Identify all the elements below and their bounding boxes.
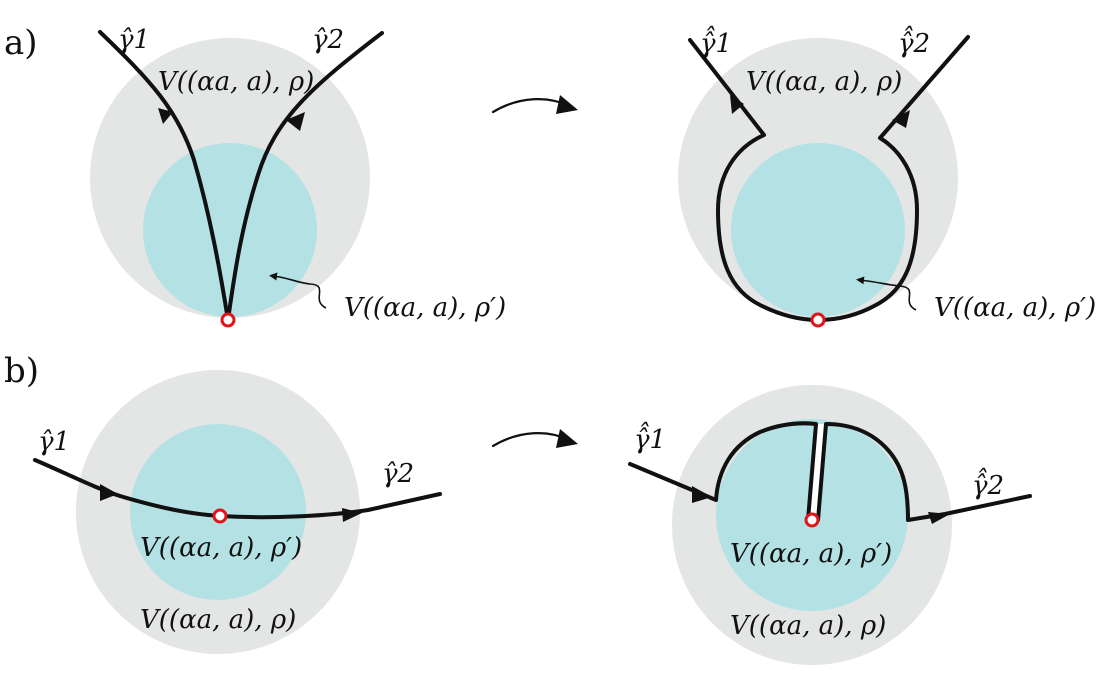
inner-disk: [143, 143, 317, 317]
singular-point: [804, 512, 820, 528]
path-gamma: [33, 458, 442, 520]
gamma1-hat-label: γ̂̂1: [634, 421, 666, 455]
arrow-out: [928, 512, 950, 524]
singular-point: [810, 312, 826, 328]
transition-arrowhead-a: [556, 95, 578, 114]
panel-b-left: b) γ̂1 γ̂2 V((αa, a), ρ′) V((αa, a), ρ): [4, 351, 442, 654]
inner-region-label: V((αa, a), ρ′): [140, 533, 302, 563]
pointer-line: [269, 272, 327, 309]
panel-a-right: γ̂̂1 γ̂̂2 V((αa, a), ρ) V((αa, a), ρ′): [678, 25, 1096, 328]
pointer-line: [856, 276, 917, 311]
inner-region-label: V((αa, a), ρ′): [730, 539, 892, 569]
outer-region-label: V((αa, a), ρ): [158, 67, 314, 97]
inner-region-label: V((αa, a), ρ′): [344, 293, 506, 323]
arrow-out: [286, 112, 305, 131]
path-gamma-hat: [628, 421, 1032, 522]
inner-region-label: V((αa, a), ρ′): [934, 293, 1096, 323]
arrow-in: [730, 95, 744, 114]
arrow-in: [692, 486, 712, 503]
gamma2-hat-label: γ̂̂2: [898, 25, 930, 59]
gamma1-hat-label: γ̂̂1: [700, 25, 732, 59]
path-gamma1: [98, 30, 230, 322]
singular-point: [212, 508, 228, 524]
inner-disk: [731, 143, 905, 317]
panel-a-left: a) γ̂1 γ̂2 V((αa, a), ρ) V((αa, a), ρ′): [4, 23, 506, 328]
gamma2-label: γ̂2: [382, 459, 414, 489]
gamma2-hat-label: γ̂̂2: [972, 467, 1004, 501]
path-gamma2: [226, 31, 384, 322]
outer-region-label: V((αa, a), ρ): [140, 605, 296, 635]
gamma1-label: γ̂1: [118, 25, 150, 55]
gamma1-label: γ̂1: [38, 427, 70, 457]
arrow-in: [100, 484, 118, 501]
panel-b-label: b): [4, 351, 39, 391]
singular-point: [220, 312, 236, 328]
outer-region-label: V((αa, a), ρ): [746, 67, 902, 97]
gamma2-label: γ̂2: [312, 25, 344, 55]
arrow-in: [158, 108, 173, 124]
outer-region-label: V((αa, a), ρ): [730, 611, 886, 641]
arrow-out: [892, 110, 910, 128]
panel-b-right: γ̂̂1 γ̂̂2 V((αa, a), ρ′) V((αa, a), ρ): [628, 385, 1032, 665]
arrow-out: [342, 508, 362, 522]
transition-arrowhead-b: [556, 429, 578, 448]
slit: [808, 424, 826, 520]
panel-a-label: a): [4, 23, 38, 63]
